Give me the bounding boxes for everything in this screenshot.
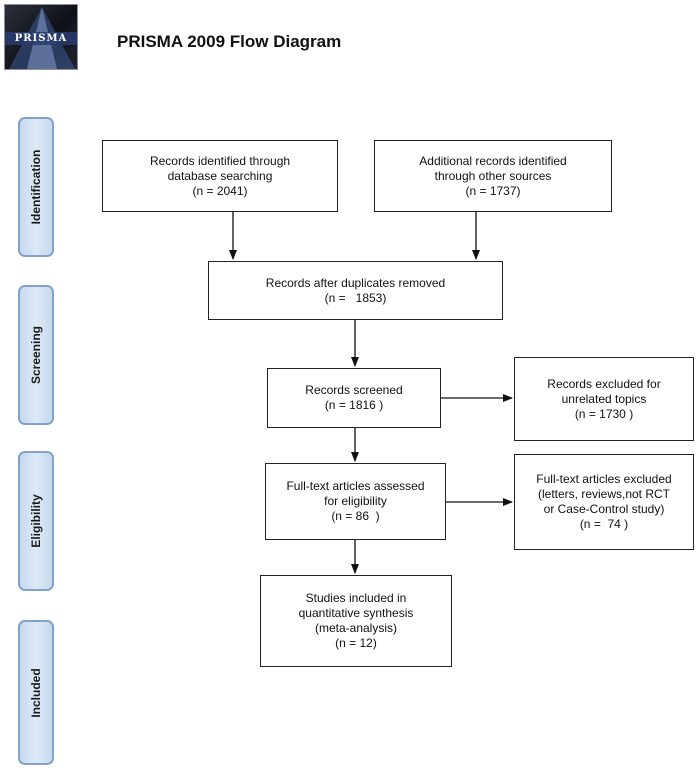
stage-eligibility: Eligibility [18,451,54,591]
box-duplicates-removed: Records after duplicates removed (n = 18… [208,261,503,320]
box-records-screened: Records screened (n = 1816 ) [267,368,441,428]
box-fulltext-excluded: Full-text articles excluded (letters, re… [514,454,694,550]
box-other-sources: Additional records identified through ot… [374,140,612,212]
prisma-logo: PRISMA [4,4,78,70]
box-fulltext-assessed: Full-text articles assessed for eligibil… [265,463,446,540]
logo-text: PRISMA [5,32,77,45]
page-title: PRISMA 2009 Flow Diagram [117,32,342,51]
stage-identification: Identification [18,117,54,257]
box-records-excluded: Records excluded for unrelated topics (n… [514,357,694,441]
stage-screening: Screening [18,285,54,425]
box-database-searching: Records identified through database sear… [102,140,338,212]
box-studies-included: Studies included in quantitative synthes… [260,575,452,667]
stage-included: Included [18,620,54,765]
